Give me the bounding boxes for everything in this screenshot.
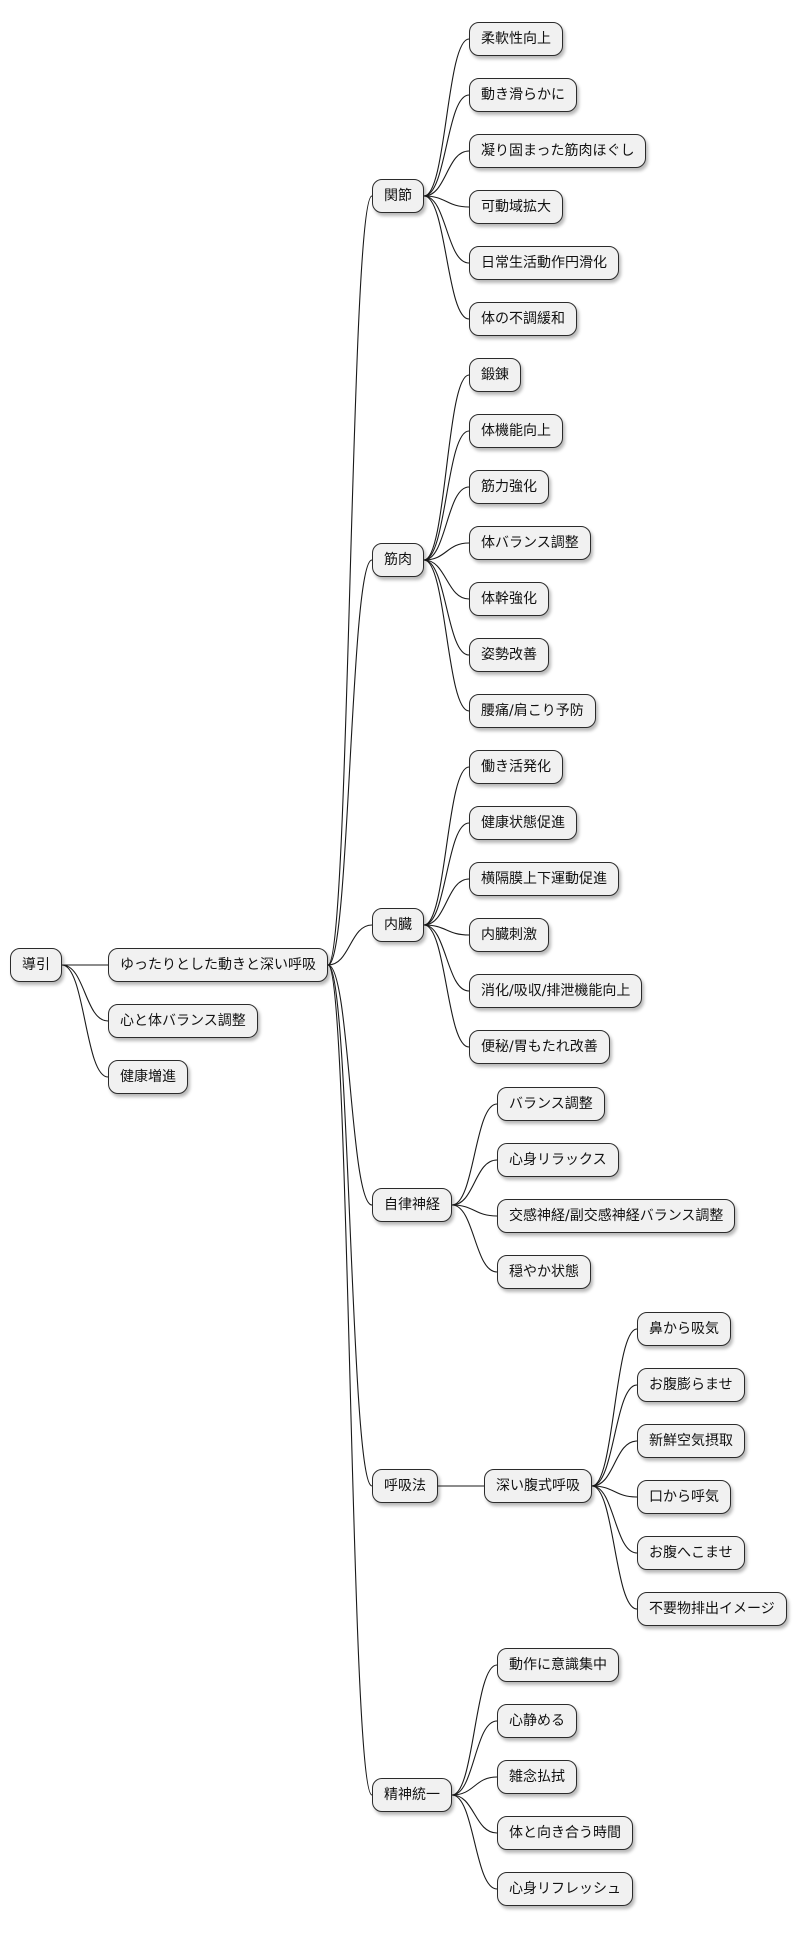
leaf-deep-breath-5: お腹へこませ: [637, 1536, 745, 1570]
connector-slow-breath-to-breathing: [327, 964, 373, 1487]
leaf-autonomic-3: 交感神経/副交感神経バランス調整: [497, 1199, 736, 1233]
leaf-organs-5: 消化/吸収/排泄機能向上: [469, 974, 643, 1008]
connector-muscle-to-muscle-5: [423, 559, 470, 600]
connector-autonomic-to-autonomic-1: [451, 1103, 498, 1206]
leaf-organs-1: 働き活発化: [469, 750, 563, 784]
connector-joint-to-joint-2: [423, 94, 470, 197]
connector-muscle-to-muscle-7: [423, 559, 470, 712]
connector-muscle-to-muscle-4: [423, 542, 470, 561]
leaf-joint-3: 凝り固まった筋肉ほぐし: [469, 134, 647, 168]
connector-joint-to-joint-4: [423, 195, 470, 208]
connector-mind-to-mind-1: [451, 1664, 498, 1796]
node-mental-focus: 精神統一: [372, 1778, 452, 1812]
connector-organs-to-organs-4: [423, 924, 470, 936]
node-deep-abdominal-breathing: 深い腹式呼吸: [484, 1469, 592, 1503]
connector-muscle-to-muscle-6: [423, 559, 470, 656]
leaf-muscle-5: 体幹強化: [469, 582, 549, 616]
leaf-deep-breath-6: 不要物排出イメージ: [637, 1592, 787, 1626]
connector-deep-breath-to-deep-1: [591, 1328, 638, 1487]
connector-mind-to-mind-5: [451, 1794, 498, 1890]
connector-joint-to-joint-1: [423, 38, 470, 197]
leaf-muscle-3: 筋力強化: [469, 470, 549, 504]
connector-organs-to-organs-5: [423, 924, 470, 992]
leaf-mind-1: 動作に意識集中: [497, 1648, 619, 1682]
leaf-muscle-1: 鍛錬: [469, 358, 521, 392]
leaf-autonomic-4: 穏やか状態: [497, 1255, 591, 1289]
node-slow-movement-deep-breathing: ゆったりとした動きと深い呼吸: [108, 948, 328, 982]
connector-deep-breath-to-deep-6: [591, 1485, 638, 1610]
leaf-deep-breath-4: 口から呼気: [637, 1480, 731, 1514]
leaf-muscle-7: 腰痛/肩こり予防: [469, 694, 596, 728]
leaf-mind-4: 体と向き合う時間: [497, 1816, 633, 1850]
leaf-muscle-6: 姿勢改善: [469, 638, 549, 672]
connector-mind-to-mind-2: [451, 1720, 498, 1796]
leaf-muscle-4: 体バランス調整: [469, 526, 591, 560]
leaf-joint-6: 体の不調緩和: [469, 302, 577, 336]
connector-autonomic-to-autonomic-3: [451, 1204, 498, 1217]
connector-organs-to-organs-6: [423, 924, 470, 1048]
connector-joint-to-joint-3: [423, 150, 470, 197]
leaf-organs-2: 健康状態促進: [469, 806, 577, 840]
connector-autonomic-to-autonomic-2: [451, 1159, 498, 1206]
leaf-joint-4: 可動域拡大: [469, 190, 563, 224]
connector-slow-breath-to-autonomic: [327, 964, 373, 1206]
leaf-mind-5: 心身リフレッシュ: [497, 1872, 633, 1906]
connector-slow-breath-to-joint: [327, 195, 373, 966]
connector-deep-breath-to-deep-4: [591, 1485, 638, 1498]
connector-organs-to-organs-1: [423, 766, 470, 926]
connector-organs-to-organs-2: [423, 822, 470, 926]
node-joint: 関節: [372, 179, 424, 213]
connector-organs-to-organs-3: [423, 878, 470, 926]
leaf-organs-4: 内臓刺激: [469, 918, 549, 952]
connector-root-to-balance: [61, 964, 109, 1022]
leaf-organs-3: 横隔膜上下運動促進: [469, 862, 619, 896]
leaf-deep-breath-3: 新鮮空気摂取: [637, 1424, 745, 1458]
connector-mind-to-mind-3: [451, 1776, 498, 1796]
leaf-deep-breath-1: 鼻から吸気: [637, 1312, 731, 1346]
leaf-mind-3: 雑念払拭: [497, 1760, 577, 1794]
connector-joint-to-joint-5: [423, 195, 470, 264]
connector-mind-to-mind-4: [451, 1794, 498, 1834]
connector-autonomic-to-autonomic-4: [451, 1204, 498, 1273]
leaf-muscle-2: 体機能向上: [469, 414, 563, 448]
leaf-mind-2: 心静める: [497, 1704, 577, 1738]
connector-slow-breath-to-muscle: [327, 559, 373, 966]
leaf-joint-5: 日常生活動作円滑化: [469, 246, 619, 280]
connector-joint-to-joint-6: [423, 195, 470, 320]
connector-slow-breath-to-organs: [327, 924, 373, 966]
leaf-organs-6: 便秘/胃もたれ改善: [469, 1030, 610, 1064]
node-internal-organs: 内臓: [372, 908, 424, 942]
connector-muscle-to-muscle-3: [423, 486, 470, 561]
connector-slow-breath-to-mind: [327, 964, 373, 1796]
connector-muscle-to-muscle-2: [423, 430, 470, 561]
node-breathing-method: 呼吸法: [372, 1469, 438, 1503]
connector-deep-breath-to-deep-3: [591, 1440, 638, 1487]
leaf-deep-breath-2: お腹膨らませ: [637, 1368, 745, 1402]
node-root: 導引: [10, 948, 62, 982]
node-health-promotion: 健康増進: [108, 1060, 188, 1094]
connector-deep-breath-to-deep-5: [591, 1485, 638, 1554]
leaf-joint-1: 柔軟性向上: [469, 22, 563, 56]
connector-root-to-health: [61, 964, 109, 1078]
node-muscle: 筋肉: [372, 543, 424, 577]
leaf-autonomic-1: バランス調整: [497, 1087, 605, 1121]
connector-muscle-to-muscle-1: [423, 374, 470, 561]
node-mind-body-balance: 心と体バランス調整: [108, 1004, 258, 1038]
leaf-joint-2: 動き滑らかに: [469, 78, 577, 112]
leaf-autonomic-2: 心身リラックス: [497, 1143, 619, 1177]
connector-deep-breath-to-deep-2: [591, 1384, 638, 1487]
node-autonomic-nerves: 自律神経: [372, 1188, 452, 1222]
